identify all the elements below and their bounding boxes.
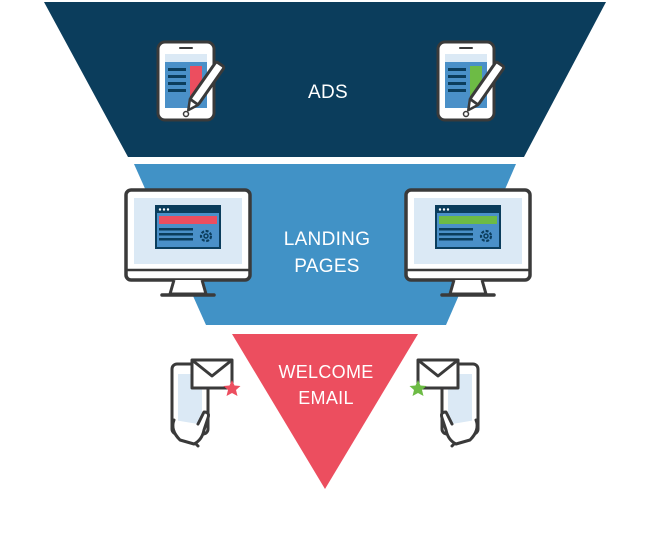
monitor-webpage-icon — [404, 188, 532, 297]
stage-label-welcome-line2: EMAIL — [298, 388, 354, 408]
funnel-segment-welcome-email — [232, 334, 418, 489]
stage-label-welcome-line1: WELCOME — [278, 362, 373, 382]
monitor-webpage-icon — [124, 188, 252, 297]
stage-label-landing-line2: PAGES — [294, 256, 360, 277]
stage-label-landing-line1: LANDING — [284, 229, 371, 250]
funnel-segment-ads — [44, 2, 606, 157]
stage-label-ads: ADS — [308, 82, 348, 103]
tablet-edit-icon — [436, 40, 506, 122]
phone-email-icon — [409, 358, 480, 448]
tablet-edit-icon — [156, 40, 226, 122]
phone-email-icon — [170, 358, 241, 448]
